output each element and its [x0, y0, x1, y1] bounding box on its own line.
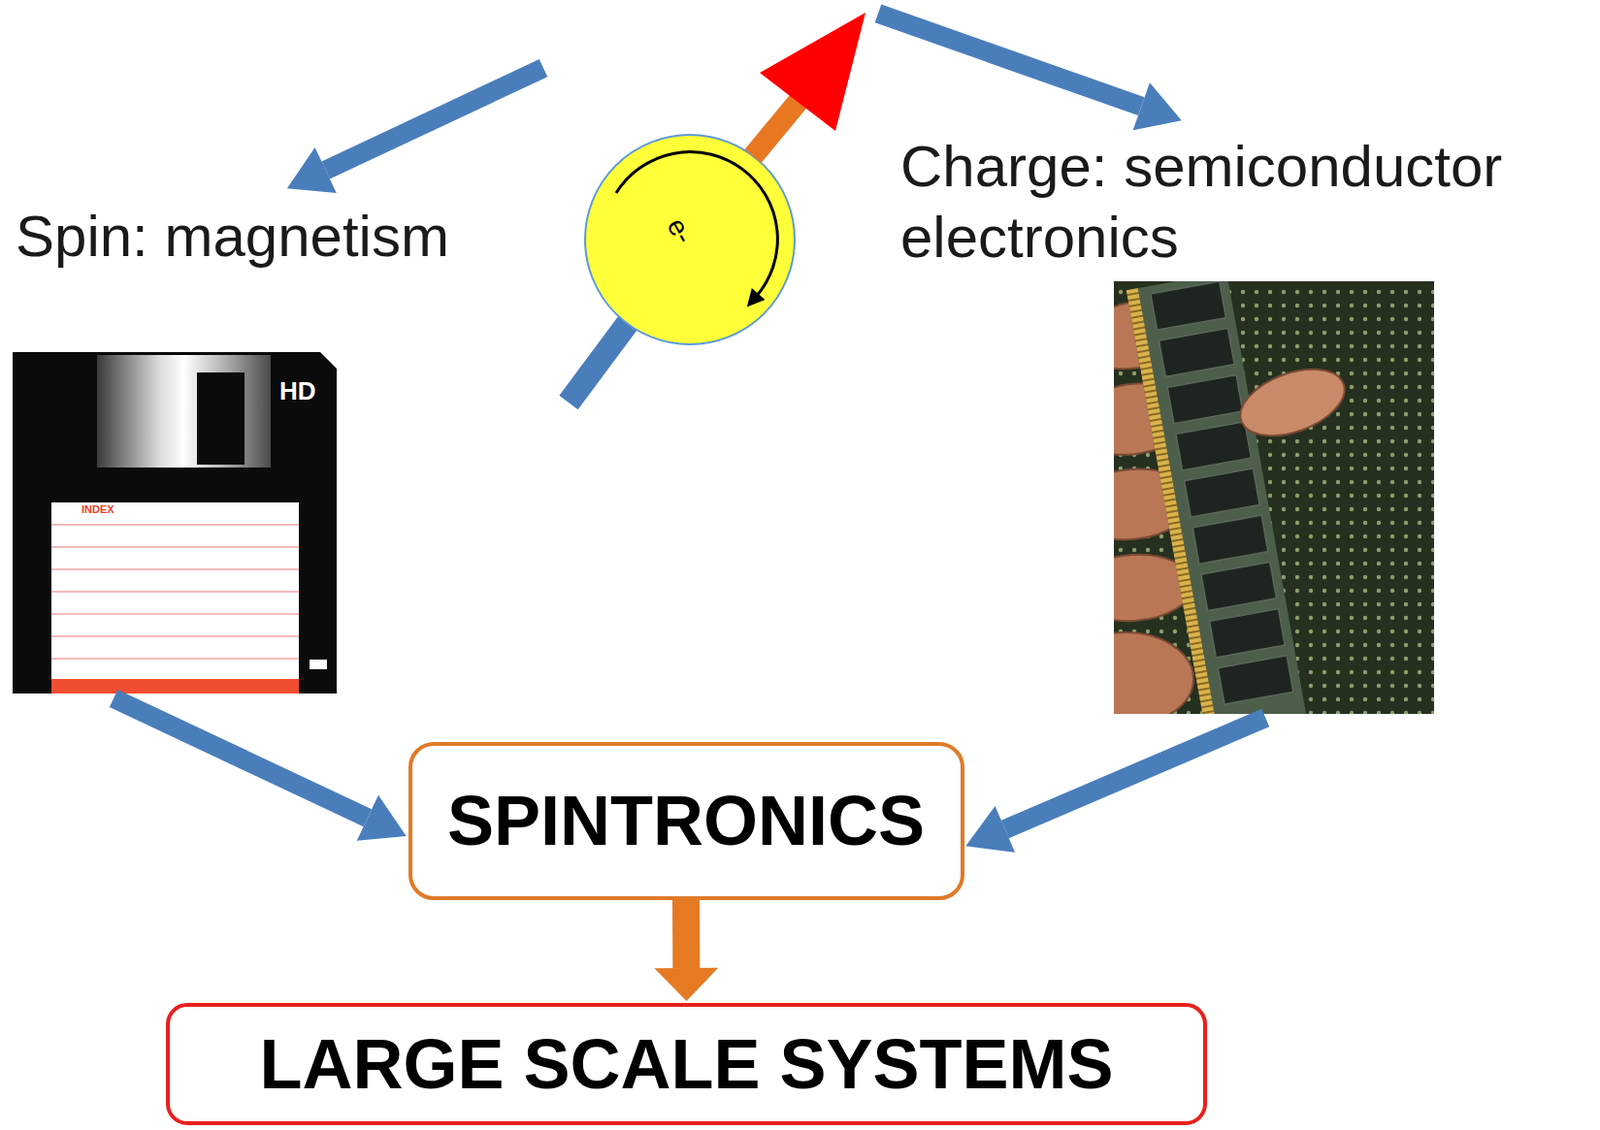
thumb	[1231, 357, 1354, 450]
arrow-shaft	[326, 67, 544, 170]
block-arrow	[113, 698, 407, 842]
spin-arrowhead	[759, 12, 866, 131]
ram-stick	[1126, 281, 1308, 715]
spin-magnetism-node: Spin: magnetism	[11, 189, 507, 699]
electron-node: e-	[543, 4, 879, 413]
floppy-hd-mark: HD	[279, 377, 317, 406]
arrowhead	[287, 147, 337, 194]
floppy-index-text: INDEX	[81, 503, 115, 516]
spintronics-box: SPINTRONICS	[408, 742, 965, 901]
floppy-label	[51, 502, 299, 680]
ram-photo	[1113, 281, 1435, 715]
large-scale-systems-box: LARGE SCALE SYSTEMS	[165, 1003, 1208, 1126]
arrowhead	[1133, 82, 1182, 131]
arrowhead	[357, 795, 407, 842]
floppy-body	[12, 352, 337, 694]
spin-axis-shaft	[752, 99, 800, 157]
rotation-arc	[616, 152, 778, 297]
box-title: LARGE SCALE SYSTEMS	[259, 1024, 1113, 1106]
box-title: SPINTRONICS	[447, 781, 925, 862]
floppy-disk	[12, 352, 337, 694]
electron-symbol: e-	[659, 213, 698, 250]
write-protect-hole	[309, 659, 327, 670]
floppy-red-strip	[51, 679, 299, 694]
memory-chips	[1150, 281, 1294, 705]
arrowhead	[653, 968, 719, 1002]
arrow-shaft	[1005, 718, 1267, 830]
arrow-shaft	[113, 698, 368, 818]
ram-board	[1126, 281, 1308, 715]
section-heading: Charge: semiconductor electronics	[900, 130, 1580, 273]
floppy-index-text-holder: INDEX	[81, 503, 115, 516]
section-heading: Spin: magnetism	[15, 200, 501, 272]
floppy-hd-mark-holder: HD	[279, 377, 317, 406]
rotation-arrowhead	[747, 288, 766, 308]
arrow-shaft	[672, 900, 700, 969]
block-arrow	[287, 67, 544, 194]
block-arrow	[965, 718, 1266, 853]
arrowhead	[965, 806, 1015, 853]
block-arrow-down	[653, 900, 719, 1002]
electron-figure	[568, 12, 866, 403]
arrow-shaft	[878, 13, 1142, 107]
floppy-window	[196, 372, 245, 465]
label-lines	[51, 524, 299, 659]
charge-electronics-node: Charge: semiconductor electronics	[897, 121, 1582, 719]
block-arrow	[878, 13, 1182, 131]
floppy-shutter	[97, 355, 271, 468]
electron-circle	[585, 134, 795, 345]
